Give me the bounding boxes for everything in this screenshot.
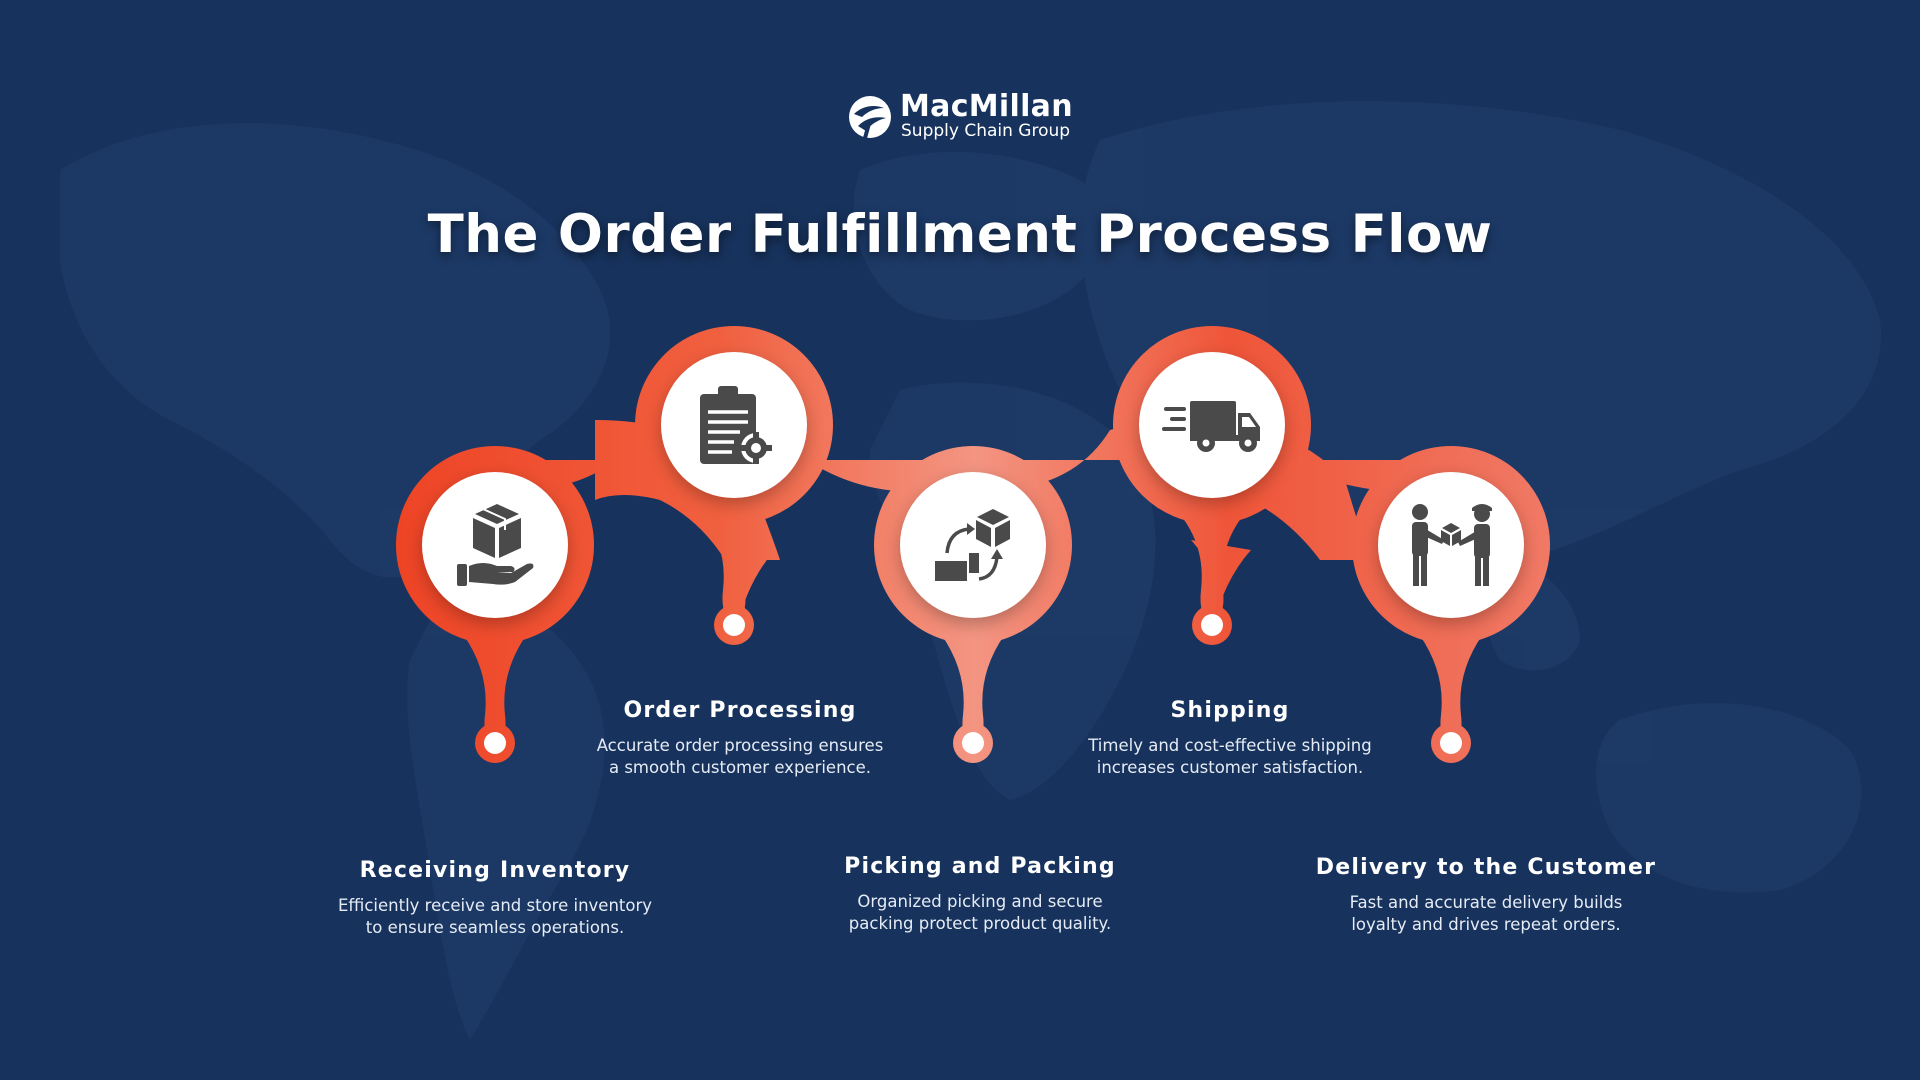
box-exchange-icon	[935, 509, 1010, 581]
step-4-icon-circle	[1139, 352, 1285, 498]
step-receiving-inventory: Receiving Inventory Efficiently receive …	[305, 858, 685, 939]
handover-package-icon	[1412, 504, 1492, 586]
delivery-truck-icon	[1162, 401, 1260, 452]
step-5-marker	[1440, 732, 1462, 754]
logo-mark-icon	[849, 96, 891, 139]
page-title: The Order Fulfillment Process Flow	[427, 204, 1493, 265]
step-5-icon-circle	[1378, 472, 1524, 618]
step-title: Receiving Inventory	[359, 858, 631, 883]
step-delivery-to-customer: Delivery to the Customer Fast and accura…	[1296, 855, 1676, 936]
step-description: Fast and accurate delivery builds loyalt…	[1349, 893, 1623, 934]
step-description: Accurate order processing ensures a smoo…	[596, 736, 884, 777]
step-title: Picking and Packing	[844, 854, 1116, 879]
step-shipping: Shipping Timely and cost-effective shipp…	[1040, 698, 1420, 779]
step-order-processing: Order Processing Accurate order processi…	[550, 698, 930, 779]
step-3-marker	[962, 732, 984, 754]
step-description: Timely and cost-effective shipping incre…	[1088, 736, 1372, 777]
clipboard-gear-icon	[700, 386, 772, 464]
logo-name: MacMillan	[900, 89, 1073, 124]
step-4-marker	[1201, 614, 1223, 636]
step-2-marker	[723, 614, 745, 636]
step-3-icon-circle	[900, 472, 1046, 618]
step-title: Order Processing	[623, 698, 857, 723]
step-description: Efficiently receive and store inventory …	[337, 896, 653, 937]
company-logo: MacMillan Supply Chain Group	[848, 89, 1078, 144]
logo-subtitle: Supply Chain Group	[901, 121, 1071, 141]
step-title: Delivery to the Customer	[1315, 855, 1657, 880]
step-2-icon-circle	[661, 352, 807, 498]
step-1-icon-circle	[422, 472, 568, 618]
step-title: Shipping	[1170, 698, 1290, 723]
step-picking-and-packing: Picking and Packing Organized picking an…	[790, 854, 1170, 935]
hand-box-icon	[457, 504, 534, 586]
step-1-marker	[484, 732, 506, 754]
step-description: Organized picking and secure packing pro…	[848, 892, 1112, 933]
